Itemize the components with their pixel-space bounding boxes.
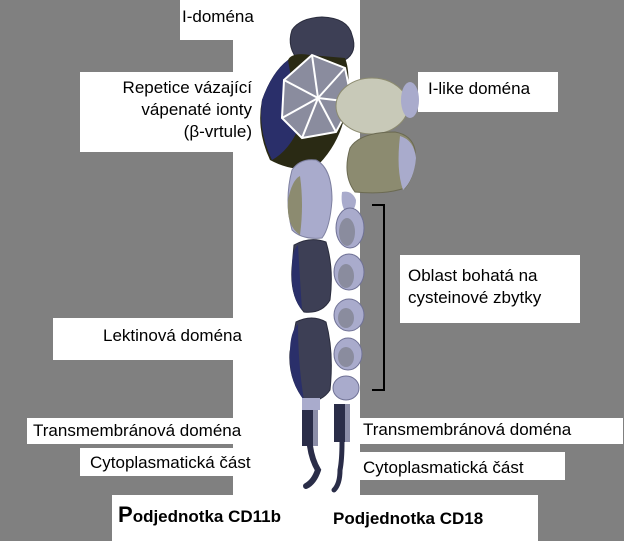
thigh-khaki-shape [287,176,302,235]
transmembrane-left-light [313,410,318,446]
transmembrane-left-panel [27,418,297,444]
calf-domain-2-navy-shape [289,324,304,400]
cysteine-label-panel [400,255,580,323]
subunit-cd11b-label: Podjednotka CD11b [118,504,281,528]
i-like-domain-label: I-like doména [428,79,531,98]
transmembrane-right-panel [355,418,623,444]
cytoplasmic-right-shape [331,439,345,493]
i-domain-label-panel [180,0,280,40]
cytoplasmic-left-shape [303,443,322,489]
transmembrane-left-label: Transmembránová doména [33,421,242,440]
subunit-cd18-label: Podjednotka CD18 [333,509,484,528]
beta-propeller-shape [280,53,354,140]
cytoplasmic-left-label: Cytoplasmatická část [90,453,251,472]
cytoplasmic-right-label: Cytoplasmatická část [363,458,524,477]
cysteine-region-label: Oblast bohatá na cysteinové zbytky [408,266,542,307]
transmembrane-right-label: Transmembránová doména [363,420,572,439]
lectin-domain-label: Lektinová doména [103,326,242,345]
left-neck-shape [302,398,320,410]
cysteine-beads [332,207,365,401]
cytoplasmic-left-panel [80,448,295,476]
subunit-labels-panel [112,495,538,541]
subunit-cd11b-text: odjednotka CD11b [132,507,281,526]
lectin-label-panel [53,318,275,360]
i-like-domain-side-shape [401,82,419,118]
cytoplasmic-right-panel [355,452,565,480]
beta-propeller-label-panel [80,72,260,152]
subunit-cd11b-initial: P [118,502,133,527]
i-like-domain-shape [335,77,409,135]
i-domain-label: I-doména [182,7,254,26]
i-like-label-panel [418,72,558,112]
beta-propeller-label: Repetice vázající vápenaté ionty (β-vrtu… [122,78,252,141]
cysteine-bracket [372,204,385,391]
hybrid-domain-lavender-shape [398,136,416,190]
calf-domain-1-navy-shape [291,245,302,310]
transmembrane-right-light [345,404,350,442]
